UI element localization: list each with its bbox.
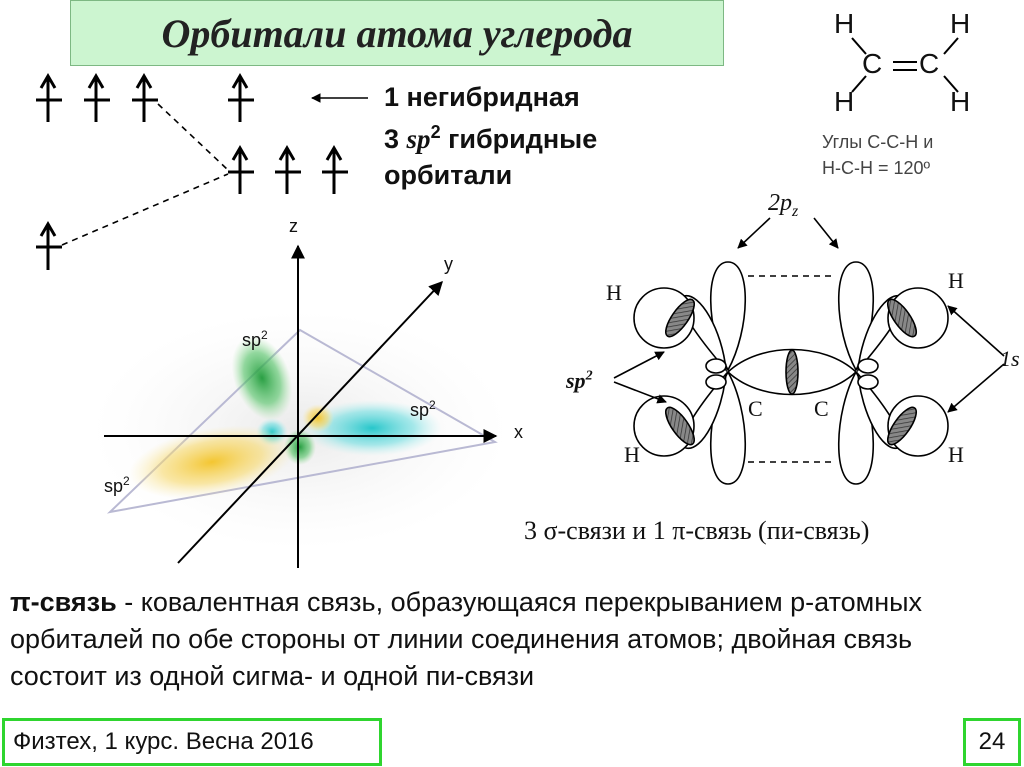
axis-z-label: z	[289, 216, 298, 236]
hybrid-label-2: орбитали	[384, 160, 513, 190]
spin-up-arrow-icon	[228, 73, 254, 122]
hybrid-label: 3 sp2 гибридные	[384, 122, 598, 154]
angles-line-1: Углы C-C-H и	[822, 132, 934, 152]
atom-c: C	[862, 48, 883, 79]
course-footer: Физтех, 1 курс. Весна 2016	[2, 718, 382, 766]
ethylene-orbital-diagram	[613, 217, 1005, 485]
bonds-caption: 3 σ-связи и 1 π-связь (пи-связь)	[524, 516, 870, 545]
label-1s: 1s	[1000, 346, 1020, 371]
axis-y-label: y	[444, 254, 453, 274]
angles-line-2: H-C-H = 120º	[822, 158, 931, 178]
pi-bond-definition: π-связь - ковалентная связь, образующаяс…	[10, 584, 1010, 695]
unhybrid-label: 1 негибридная	[384, 82, 580, 112]
label-h-bottom-right: H	[948, 442, 964, 467]
atom-h: H	[834, 86, 855, 117]
title-banner: Орбитали атома углерода	[70, 0, 724, 66]
page-number-box: 24	[963, 718, 1021, 766]
page-title: Орбитали атома углерода	[161, 10, 633, 56]
spin-up-arrow-icon	[322, 145, 348, 194]
spin-up-arrow-icon	[36, 73, 62, 122]
atom-h: H	[950, 86, 971, 117]
spin-up-arrow-icon	[84, 73, 110, 122]
definition-text: - ковалентная связь, образующаяся перекр…	[10, 587, 923, 691]
sp2-orbital-plot	[90, 244, 510, 568]
sp2-label-cyan: sp2	[410, 398, 436, 420]
label-h-top-right: H	[948, 268, 964, 293]
hybridization-dashes	[61, 103, 229, 246]
spin-up-arrow-icon	[228, 145, 254, 194]
orbital-spin-diagram	[36, 73, 348, 270]
label-c-left: C	[748, 396, 763, 421]
axis-x-label: x	[514, 422, 523, 442]
page-number: 24	[978, 728, 1006, 755]
spin-up-arrow-icon	[36, 221, 62, 270]
structure-bonds	[851, 37, 959, 93]
spin-up-arrow-icon	[132, 73, 158, 122]
course-label: Физтех, 1 курс. Весна 2016	[13, 728, 314, 755]
label-sp2: sp2	[566, 368, 593, 393]
sp2-label-green: sp2	[242, 328, 268, 350]
atom-h: H	[834, 8, 855, 39]
label-h-bottom-left: H	[624, 442, 640, 467]
atom-h: H	[950, 8, 971, 39]
definition-term: π-связь	[10, 587, 117, 617]
label-c-right: C	[814, 396, 829, 421]
label-h-top-left: H	[606, 280, 622, 305]
atom-c: C	[919, 48, 940, 79]
spin-up-arrow-icon	[275, 145, 301, 194]
sp2-label-yellow: sp2	[104, 474, 130, 496]
label-2pz: 2pz	[768, 190, 799, 220]
